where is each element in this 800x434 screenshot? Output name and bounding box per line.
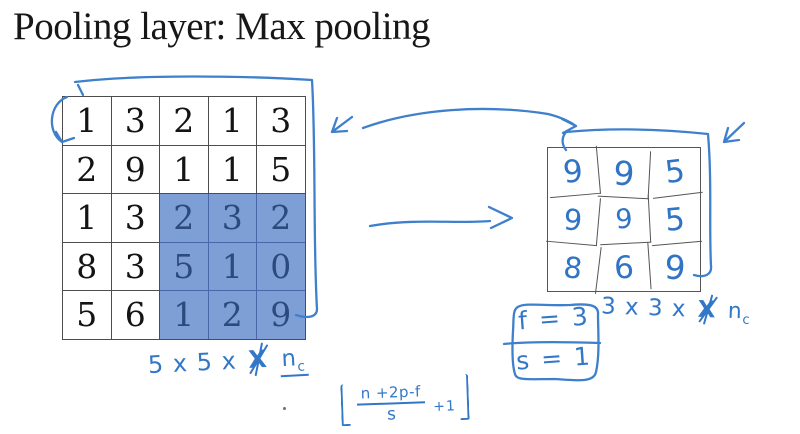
input-grid-cell: 1 bbox=[63, 97, 112, 146]
input-dims-channels: nc bbox=[278, 344, 309, 378]
arrow-to-output bbox=[361, 107, 578, 135]
floor-bracket-left bbox=[340, 383, 351, 427]
scratched-out-mark: X bbox=[247, 344, 269, 374]
input-grid-cell: 3 bbox=[111, 97, 160, 146]
input-grid-cell: 3 bbox=[111, 194, 160, 243]
input-grid-cell: 1 bbox=[63, 194, 112, 243]
stride-label: s = 1 bbox=[515, 341, 593, 376]
output-size-formula: n +2p-f s +1 bbox=[340, 373, 470, 429]
input-grid-cell: 1 bbox=[160, 145, 209, 194]
input-grid-cell: 5 bbox=[257, 146, 305, 194]
output-grid-cell: 9 bbox=[546, 145, 601, 199]
formula-denominator: s bbox=[386, 403, 397, 425]
output-dims-channels: nc bbox=[727, 298, 751, 328]
output-grid-cell: 9 bbox=[597, 148, 652, 200]
output-grid-cell: 9 bbox=[663, 247, 687, 288]
input-grid-cell: 2 bbox=[160, 97, 209, 146]
stray-dot bbox=[283, 407, 286, 410]
input-grid-cell: 9 bbox=[111, 145, 160, 194]
input-grid-cell: 3 bbox=[257, 97, 305, 146]
page-title: Pooling layer: Max pooling bbox=[13, 5, 431, 48]
scratched-out-mark: X bbox=[697, 296, 717, 324]
input-dims-label: 5 x 5 x X nc bbox=[147, 343, 309, 383]
floor-bracket-right bbox=[458, 373, 470, 421]
input-grid-cell-highlighted: 5 bbox=[160, 242, 209, 291]
input-grid-cell-highlighted: 3 bbox=[208, 194, 257, 243]
output-grid-cell: 5 bbox=[648, 193, 702, 247]
input-grid-cell-highlighted: 2 bbox=[160, 194, 209, 243]
filter-size-label: f = 3 bbox=[517, 301, 591, 336]
output-grid: 9 9 5 9 9 5 8 6 9 bbox=[545, 145, 703, 294]
output-grid-cell: 9 bbox=[546, 193, 601, 247]
output-dims-label: 3 x 3 x X nc bbox=[601, 293, 752, 328]
output-grid-cell: 5 bbox=[647, 145, 703, 199]
input-grid-cell-highlighted: 1 bbox=[160, 291, 209, 339]
input-grid-cell: 5 bbox=[63, 291, 112, 339]
input-grid-cell: 8 bbox=[63, 242, 112, 291]
output-grid-cell: 9 bbox=[597, 194, 652, 246]
input-grid-cell-highlighted: 2 bbox=[208, 291, 257, 339]
output-grid-cell: 8 bbox=[545, 241, 602, 294]
input-grid: 1 3 2 1 3 2 9 1 1 5 1 3 2 3 2 8 3 5 1 0 … bbox=[62, 96, 306, 340]
input-grid-cell: 1 bbox=[208, 145, 257, 194]
output-dims-prefix: 3 x 3 x bbox=[600, 293, 687, 323]
corner-arrow-right-icon bbox=[722, 121, 746, 144]
formula-fraction: n +2p-f s bbox=[356, 381, 426, 425]
corner-arrow-left-icon bbox=[330, 115, 354, 134]
input-grid-cell: 3 bbox=[111, 242, 160, 291]
formula-plus-one: +1 bbox=[432, 398, 457, 416]
input-grid-cell: 1 bbox=[208, 97, 257, 146]
input-grid-cell-highlighted: 1 bbox=[208, 242, 257, 291]
input-grid-cell: 2 bbox=[63, 145, 112, 194]
input-dims-prefix: 5 x 5 x bbox=[147, 346, 238, 380]
params-box: f = 3 s = 1 bbox=[506, 300, 602, 384]
formula-numerator: n +2p-f bbox=[356, 381, 426, 406]
input-grid-cell-highlighted: 2 bbox=[257, 194, 305, 243]
input-grid-cell: 6 bbox=[112, 291, 160, 339]
output-grid-cell: 6 bbox=[597, 242, 652, 293]
stride-arrow bbox=[368, 205, 514, 230]
input-grid-cell-highlighted: 0 bbox=[257, 242, 305, 291]
input-grid-cell-highlighted: 9 bbox=[257, 291, 305, 339]
